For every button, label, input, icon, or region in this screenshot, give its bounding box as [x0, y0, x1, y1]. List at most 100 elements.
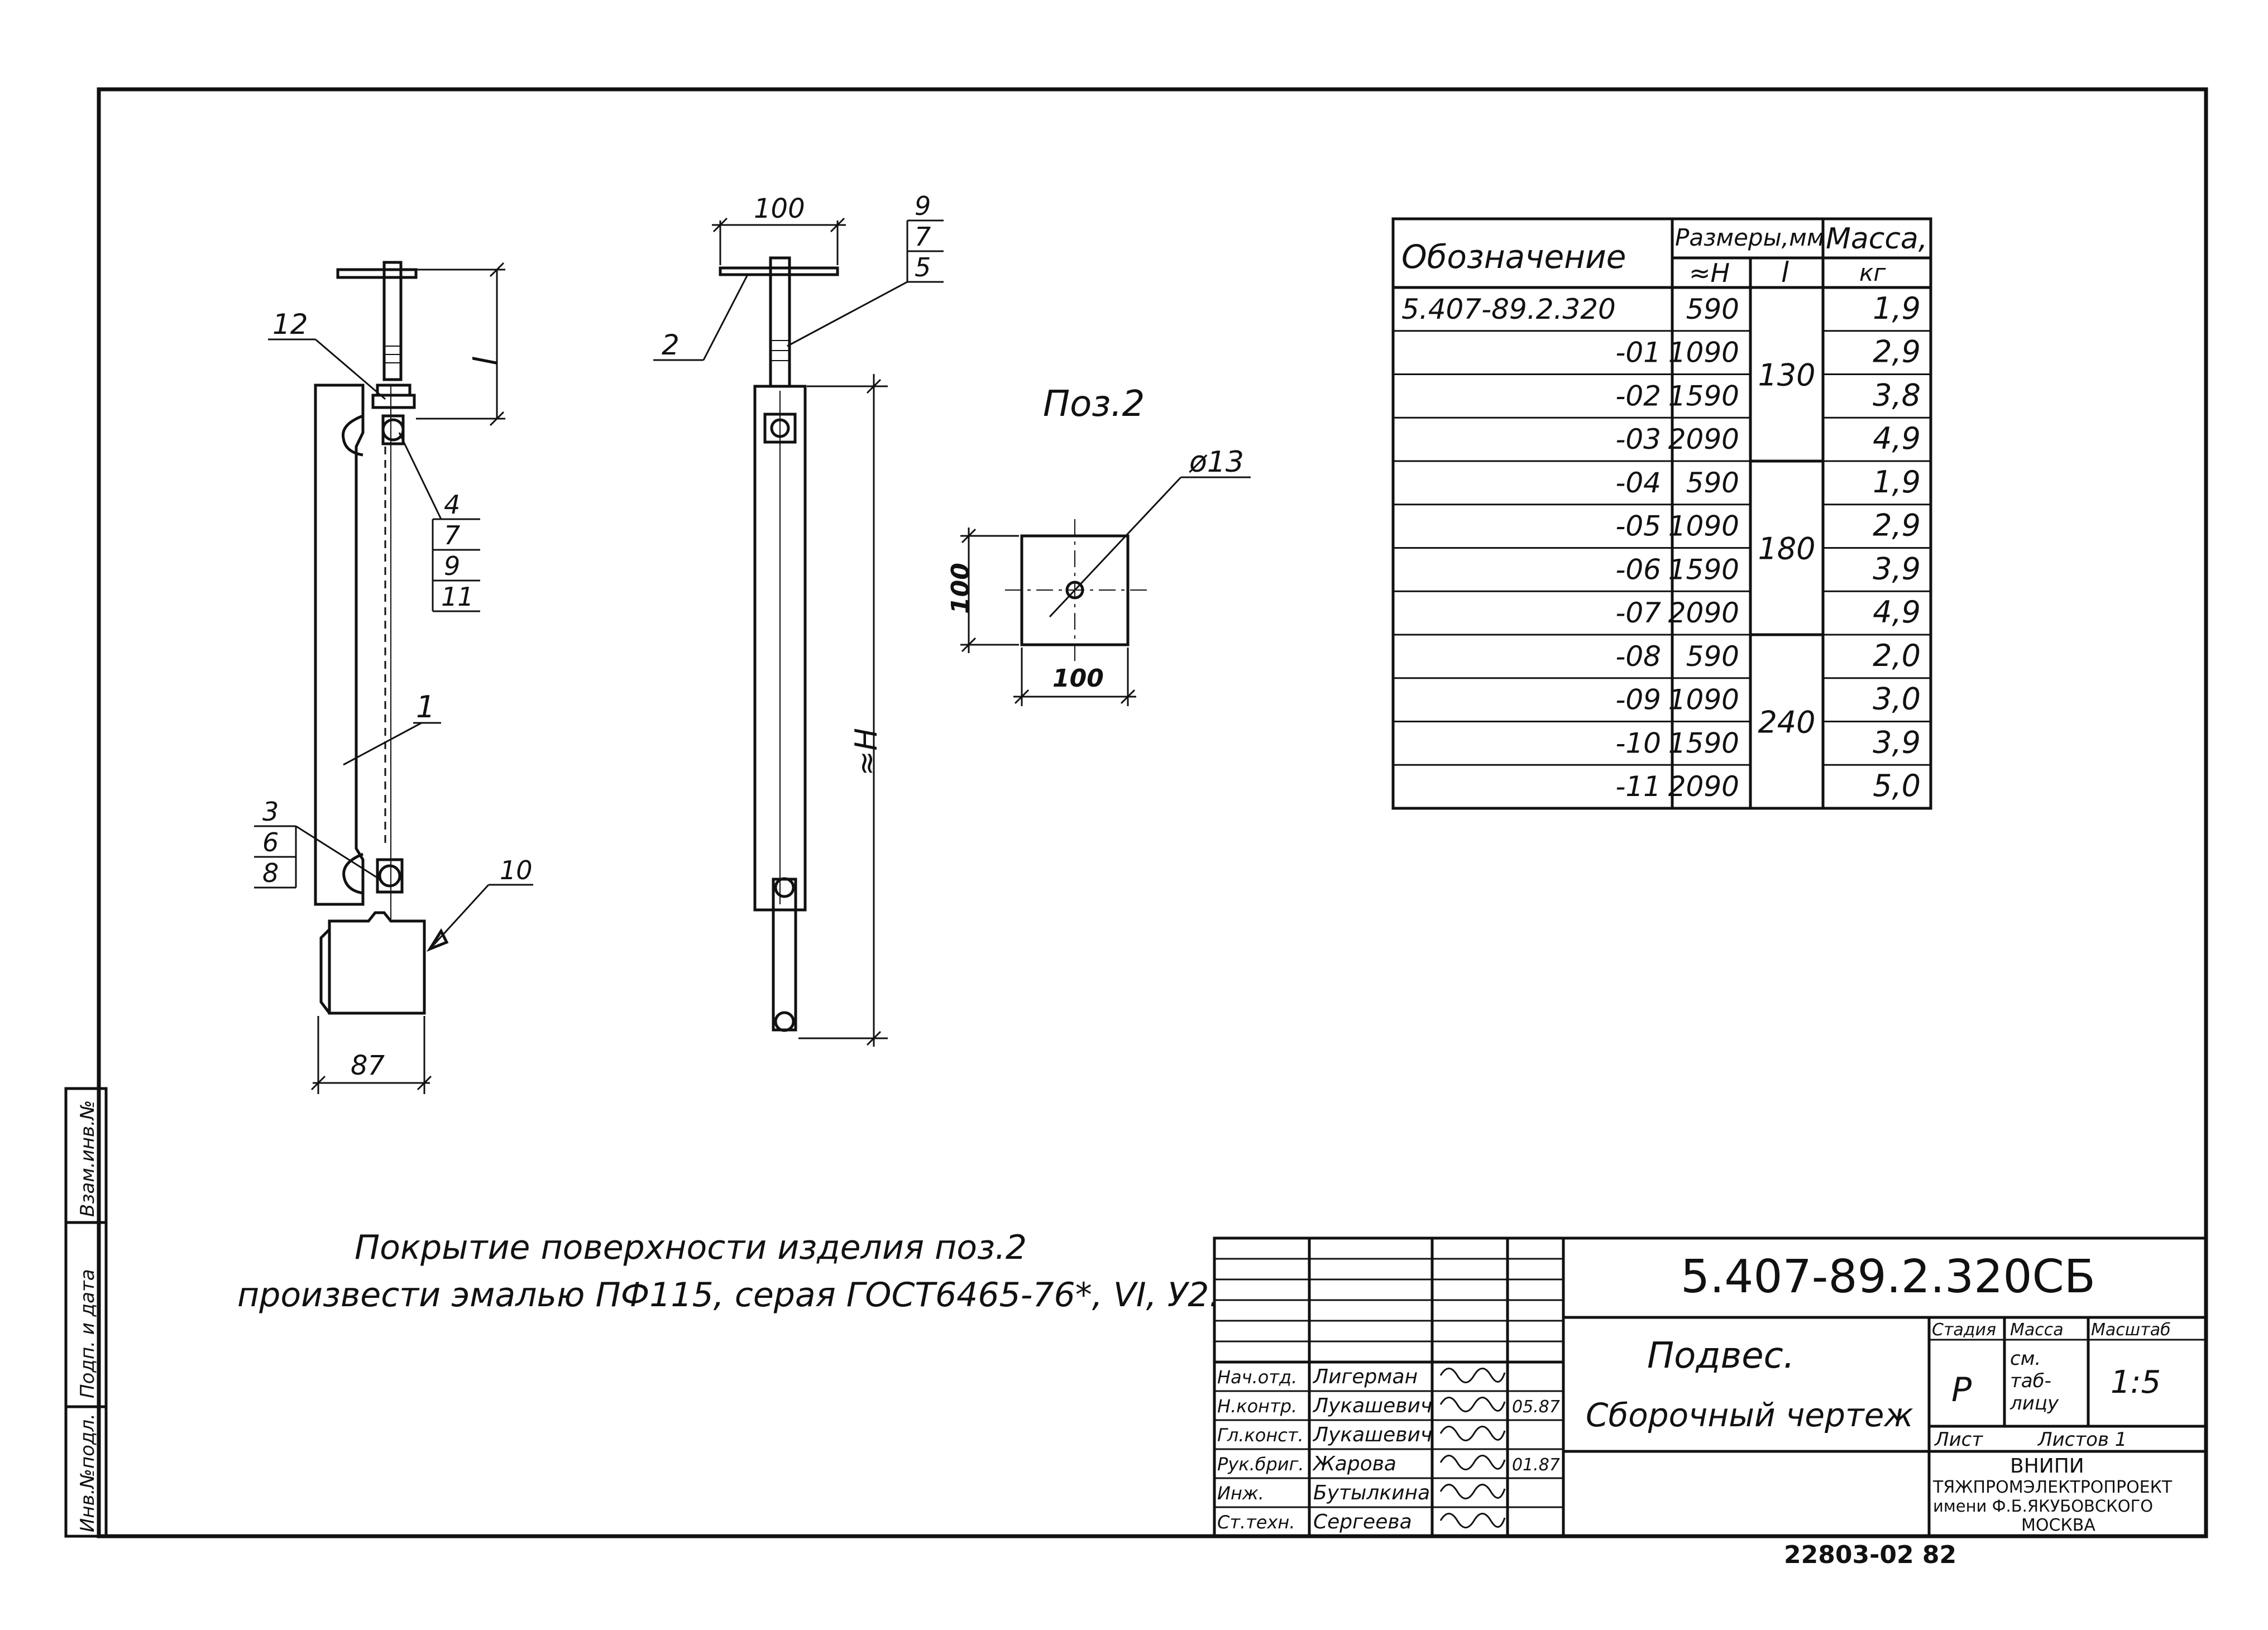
spec-row-designation: -06 — [1615, 553, 1661, 586]
spec-row-h: 2090 — [1668, 770, 1739, 803]
spec-row-designation: 5.407-89.2.320 — [1401, 293, 1616, 325]
dim-h-label: ≈H — [849, 728, 884, 776]
sheets-label: Листов 1 — [2037, 1428, 2127, 1451]
header-mass: Масса, — [1826, 222, 1927, 256]
spec-row-h: 2090 — [1668, 597, 1739, 629]
spec-row-mass: 5,0 — [1873, 768, 1921, 803]
header-sizes: Размеры,мм — [1675, 224, 1824, 251]
spec-row-h: 2090 — [1668, 423, 1739, 456]
scale-value: 1:5 — [2111, 1364, 2161, 1401]
spec-row-designation: -04 — [1615, 467, 1661, 499]
spec-row-designation: -01 — [1615, 337, 1661, 369]
scale-header: Масштаб — [2091, 1320, 2171, 1340]
callout-10: 10 — [500, 855, 533, 885]
dim-l-label: l — [467, 357, 505, 366]
callout-12: 12 — [272, 308, 308, 341]
spec-row-designation: -07 — [1615, 597, 1661, 629]
org-line-4: МОСКВА — [2021, 1516, 2095, 1535]
spec-row-h: 590 — [1686, 293, 1739, 325]
signer-date: 01.87 — [1512, 1455, 1560, 1475]
spec-row-designation: -03 — [1615, 423, 1661, 456]
spec-row-mass: 2,0 — [1873, 638, 1921, 673]
signer-role: Гл.конст. — [1217, 1425, 1304, 1446]
spec-l-group-value: 240 — [1758, 705, 1815, 740]
callout-2: 2 — [662, 329, 680, 361]
spec-l-groups: 130 180 240 — [1750, 358, 1823, 740]
dim-100-top: 100 — [754, 193, 805, 224]
signature-mark — [1439, 1397, 1506, 1412]
spec-row-h: 1590 — [1668, 553, 1739, 586]
dim-13-label: ø13 — [1189, 445, 1244, 479]
sheet-label: Лист — [1934, 1428, 1983, 1451]
signature-mark — [1439, 1455, 1506, 1470]
signer-role: Ст.техн. — [1217, 1512, 1295, 1533]
signer-role: Н.контр. — [1217, 1396, 1297, 1417]
callout-7-mid: 7 — [915, 222, 931, 252]
spec-row-designation: -02 — [1615, 380, 1661, 412]
signer-name: Лукашевич — [1312, 1423, 1432, 1446]
view-middle: 100 9 7 5 2 ≈H — [653, 191, 944, 1047]
spec-row-h: 1590 — [1668, 380, 1739, 412]
spec-row-mass: 3,9 — [1873, 725, 1921, 760]
spec-row-mass: 4,9 — [1873, 421, 1921, 456]
signer-name: Сергеева — [1313, 1511, 1412, 1533]
spec-row-designation: -08 — [1615, 640, 1661, 673]
spec-row-h: 1590 — [1668, 727, 1739, 759]
callout-5-mid: 5 — [915, 252, 931, 282]
spec-row-mass: 2,9 — [1873, 334, 1921, 370]
callout-8: 8 — [262, 858, 279, 888]
signature-mark — [1439, 1426, 1506, 1441]
spec-row-h: 590 — [1686, 640, 1739, 673]
note-line-2: произвести эмалью ПФ115, серая ГОСТ6465-… — [237, 1276, 1220, 1315]
spec-row-mass: 4,9 — [1873, 595, 1921, 630]
signer-role: Инж. — [1217, 1483, 1264, 1504]
note-line-1: Покрытие поверхности изделия поз.2 — [355, 1228, 1027, 1267]
signer-name: Лигерман — [1312, 1365, 1418, 1388]
view-left: l 87 12 4 7 9 11 1 3 6 8 — [254, 261, 533, 1094]
signer-role: Рук.бриг. — [1217, 1454, 1304, 1475]
margin-inv-original: Инв.№подл. — [76, 1413, 99, 1532]
spec-row-mass: 3,9 — [1873, 551, 1921, 586]
spec-row-mass: 3,0 — [1873, 682, 1921, 717]
view-detail: ø13 100 100 — [946, 445, 1251, 706]
drawing-title: Подвес. — [1647, 1335, 1795, 1377]
callout-9-mid: 9 — [915, 191, 931, 221]
callout-3: 3 — [262, 797, 279, 827]
drawing-subtitle: Сборочный чертеж — [1586, 1396, 1913, 1434]
signer-date: 05.87 — [1512, 1397, 1560, 1417]
mass-header: Масса — [2010, 1320, 2064, 1340]
mass-value-line1: см. — [2010, 1348, 2041, 1370]
spec-row-designation: -10 — [1615, 727, 1661, 759]
spec-row-mass: 1,9 — [1873, 291, 1921, 326]
org-line-1: ВНИПИ — [2010, 1455, 2084, 1478]
signature-mark — [1439, 1368, 1506, 1383]
callout-9: 9 — [444, 551, 460, 581]
header-l: l — [1781, 256, 1789, 289]
side-margin-stamp: Взам.инв.№ Подп. и дата Инв.№подл. — [64, 1087, 108, 1538]
signature-mark — [1439, 1513, 1506, 1528]
title-block: 5.407-89.2.320СБ Подвес. Сборочный черте… — [1213, 1236, 2208, 1538]
stage-value: Р — [1951, 1370, 1972, 1410]
dim-100-horizontal: 100 — [1052, 664, 1104, 693]
coating-note: Покрытие поверхности изделия поз.2 произ… — [237, 1228, 1220, 1315]
callout-11: 11 — [441, 582, 474, 612]
dim-87-label: 87 — [351, 1050, 385, 1081]
spec-row-h: 1090 — [1668, 510, 1739, 543]
signature-mark — [1439, 1484, 1506, 1499]
mass-value-line2: таб- — [2010, 1370, 2051, 1392]
spec-row-designation: -09 — [1615, 684, 1661, 716]
callout-6: 6 — [262, 827, 279, 857]
header-h: ≈H — [1689, 258, 1730, 288]
archive-number: 22803-02 82 — [1784, 1541, 1956, 1569]
signer-role: Нач.отд. — [1217, 1367, 1297, 1388]
header-designation: Обозначение — [1401, 238, 1626, 276]
spec-row-mass: 2,9 — [1873, 508, 1921, 543]
spec-l-group-value: 180 — [1758, 531, 1815, 567]
spec-l-group-value: 130 — [1758, 358, 1815, 393]
callout-4: 4 — [444, 490, 460, 520]
org-line-2: ТЯЖПРОМЭЛЕКТРОПРОЕКТ — [1932, 1478, 2173, 1497]
stage-header: Стадия — [1932, 1320, 1996, 1340]
